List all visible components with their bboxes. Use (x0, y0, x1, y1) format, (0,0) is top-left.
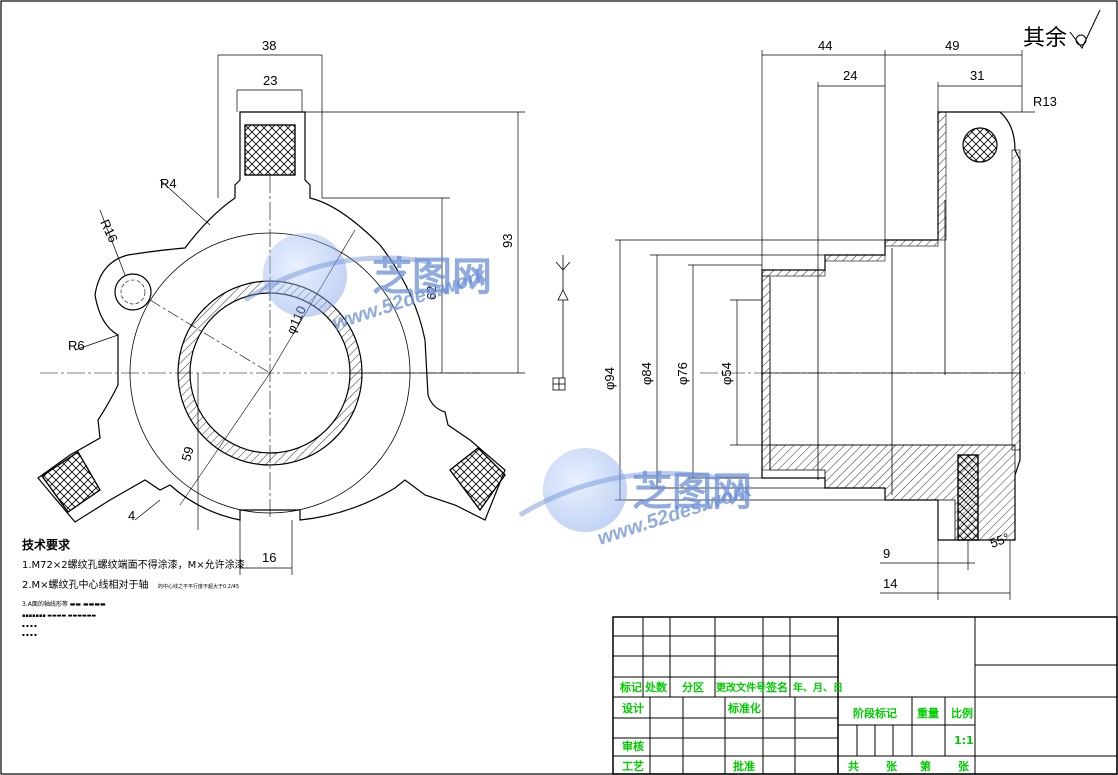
view-direction-marker (552, 255, 571, 391)
dim-16: 16 (262, 550, 276, 565)
dim-55deg: 55° (988, 530, 1012, 551)
dim-23: 23 (263, 73, 277, 88)
tb-nianyueri: 年、月、日 (793, 681, 843, 694)
tb-di: 第 (920, 759, 931, 773)
tb-sheji: 设计 (622, 701, 644, 715)
dim-44: 44 (818, 38, 832, 53)
side-view (615, 50, 1035, 600)
tb-jieduan: 阶段标记 (853, 706, 897, 720)
tech-line-1: 1.M72×2螺纹孔螺纹端面不得涂漆，M×允许涂漆 (22, 558, 245, 571)
tb-gong: 共 (848, 759, 859, 773)
dim-62: 62 (424, 286, 439, 300)
dim-d94: φ94 (602, 367, 617, 390)
tb-biaoji: 标记 (619, 680, 642, 694)
tech-line-3: 3.A面的轴线形等 ▬▬ ▬▬▬▬ (22, 600, 106, 608)
tb-bili: 比例 (951, 706, 973, 720)
tech-line-5: ▪ ▪ ▪ ▪ (22, 623, 37, 628)
tech-line-4: ▪▪▪▪▪▪▪ ▬▬▬▬ ▬▬▬▬▬▬ (22, 613, 96, 619)
tech-line-2: 2.M×螺纹孔中心线相对于轴 (22, 578, 149, 591)
dim-49: 49 (945, 38, 959, 53)
tb-shenhe: 审核 (622, 739, 644, 753)
dim-r6: R6 (68, 338, 85, 353)
dim-r16: R16 (97, 217, 121, 245)
roughness-symbol (1069, 9, 1101, 49)
dim-d84: φ84 (639, 362, 654, 385)
svg-text:芝图网: 芝图网 (372, 254, 492, 300)
tb-qianming: 签名 (765, 680, 788, 694)
watermark-2: 芝图网 www.52des.work (518, 448, 755, 550)
tb-gengai: 更改文件号 (716, 681, 766, 694)
dim-93: 93 (500, 234, 515, 248)
tb-pizhun: 批准 (733, 759, 755, 773)
dim-r13: R13 (1033, 94, 1057, 109)
tb-zhang2: 张 (958, 759, 970, 773)
tb-zhongliang: 重量 (917, 706, 939, 720)
dim-31: 31 (970, 68, 984, 83)
dim-14: 14 (883, 576, 897, 591)
tb-chushu: 处数 (644, 680, 668, 694)
surface-roughness-note: 其余 (1023, 26, 1067, 51)
dim-4: 4 (128, 508, 135, 523)
tb-fenqu: 分区 (682, 680, 704, 694)
tb-gongyi: 工艺 (622, 759, 644, 773)
dim-38: 38 (262, 38, 276, 53)
dim-24: 24 (843, 68, 857, 83)
tb-biaozhunhua: 标准化 (727, 701, 761, 715)
tb-zhang: 张 (886, 759, 898, 773)
front-view (37, 54, 525, 575)
dim-d76: φ76 (675, 362, 690, 385)
dim-9: 9 (883, 546, 890, 561)
watermark-1: 芝图网 www.52des.work (243, 233, 492, 335)
dim-d54: φ54 (719, 362, 734, 385)
tb-bili-value: 1:1 (954, 734, 974, 747)
title-block (612, 616, 1118, 775)
dim-59: 59 (178, 445, 196, 463)
tech-line-2-small: 的中心线之不平行度不超大于0.2/45 (158, 583, 239, 590)
tech-line-6: ▪ ▪ ▪ ▪ (22, 632, 37, 637)
tech-title: 技术要求 (22, 537, 71, 552)
dim-r4: R4 (160, 176, 177, 191)
svg-text:芝图网: 芝图网 (632, 469, 752, 515)
